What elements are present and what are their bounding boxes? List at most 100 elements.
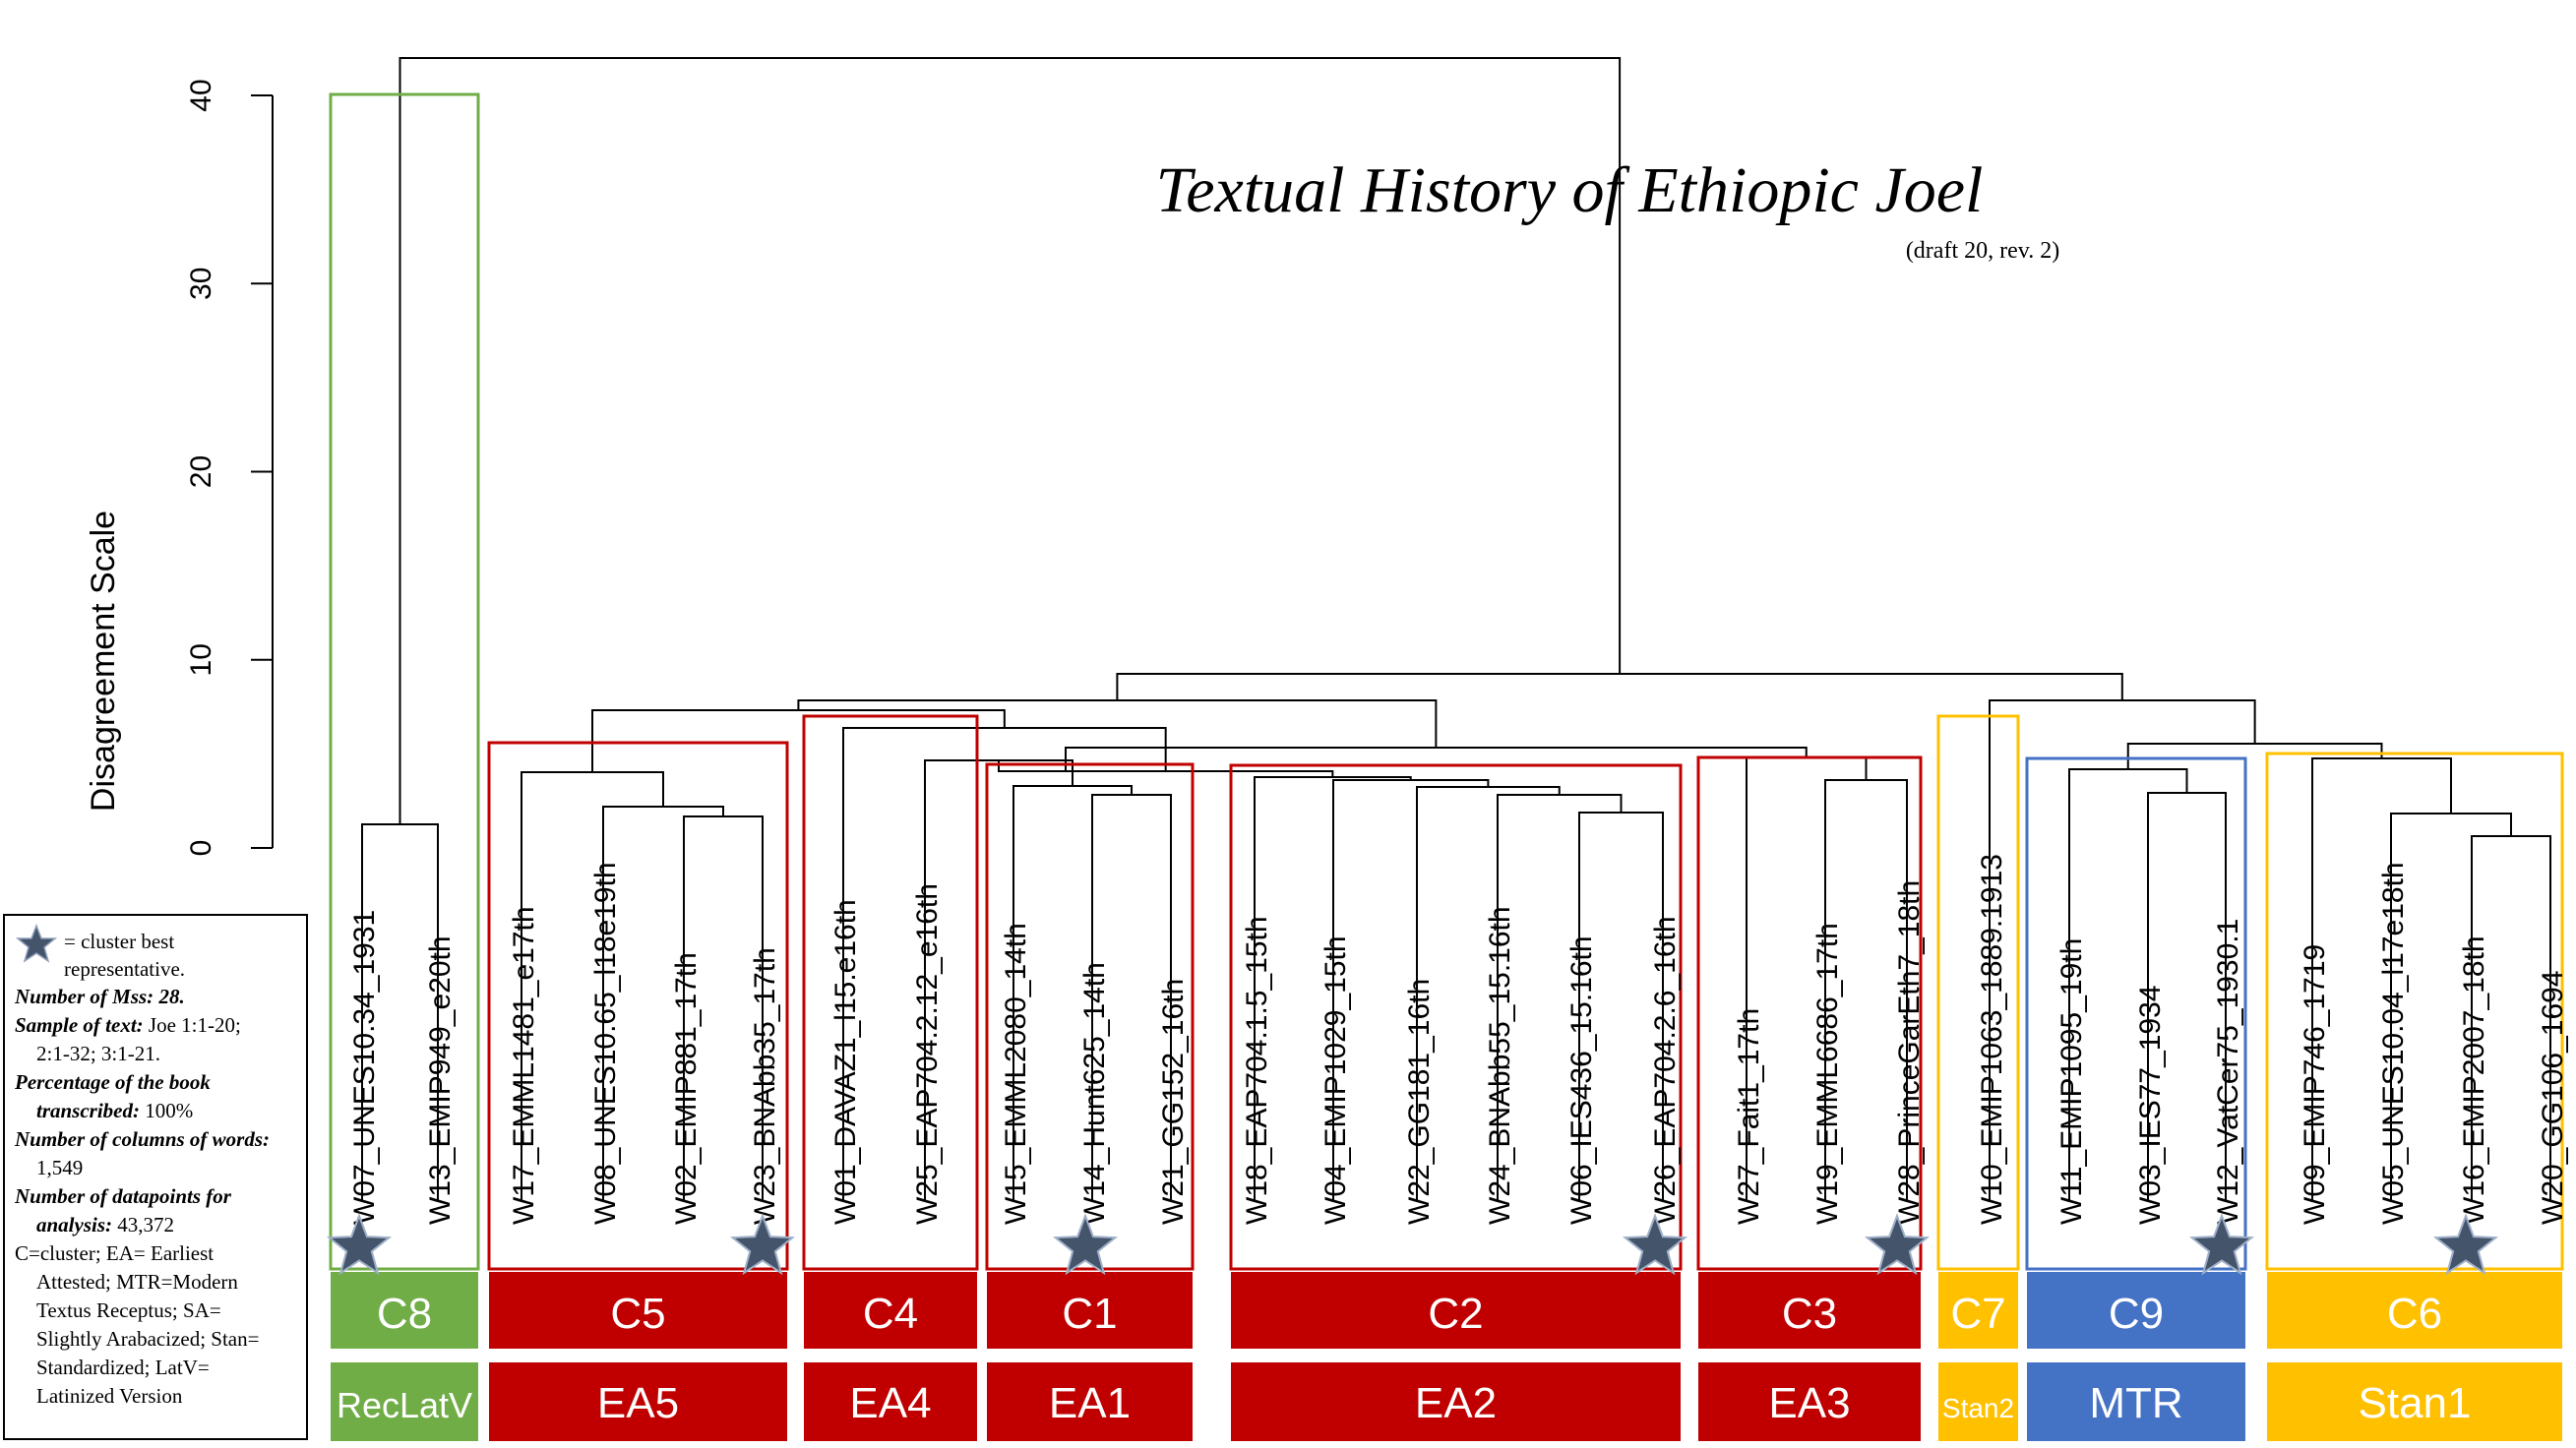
group-name: EA5 [597, 1379, 679, 1427]
cluster-name: C9 [2109, 1290, 2164, 1338]
dendrogram-link [1065, 747, 1808, 771]
leaf-label: W26_EAP704.2.6_16th [1649, 916, 1682, 1225]
group-name: Stan2 [1942, 1393, 2014, 1423]
legend-sample: Sample of text: Joe 1:1-20;2:1-32; 3:1-2… [15, 1013, 241, 1065]
cluster-outline-c9 [2025, 756, 2247, 1271]
dendrogram-link [797, 699, 1438, 748]
leaf-label: W08_UNES10.65_l18e19th [589, 862, 622, 1225]
group-bar [2027, 1362, 2245, 1441]
cluster-bar [987, 1272, 1193, 1349]
dendrogram-link [2126, 743, 2383, 769]
group-bar [987, 1362, 1193, 1441]
y-tick-label: 40 [185, 79, 217, 111]
y-tick-label: 10 [185, 643, 217, 676]
dendrogram-link [399, 57, 1622, 824]
cluster-outline-c2 [1229, 763, 1683, 1271]
dendrogram-link [924, 759, 1073, 1202]
leaf-label: W04_EMIP1029_15th [1319, 935, 1352, 1225]
cluster-bar [1231, 1272, 1681, 1349]
representative-stars [326, 1213, 2499, 1276]
legend-star-text: = cluster best representative. [64, 930, 186, 981]
leaf-label: W21_GG152_16th [1157, 979, 1190, 1225]
leaf-label: W27_Fait1_17th [1733, 1008, 1765, 1225]
cluster-bars: C8RecLatVC5EA5C4EA4C1EA1C2EA2C3EA3C7Stan… [331, 1272, 2562, 1441]
representative-star-icon [326, 1213, 393, 1276]
cluster-name: C4 [863, 1290, 918, 1338]
group-bar [804, 1362, 977, 1441]
cluster-outlines [329, 92, 2564, 1271]
leaf-label: W05_UNES10.04_l17e18th [2377, 862, 2410, 1225]
leaf-label: W15_EMML2080_14th [1000, 923, 1032, 1225]
leaf-label: W09_EMIP746_1719 [2299, 944, 2331, 1225]
group-name: Stan1 [2359, 1379, 2472, 1427]
leaf-label: W28_PrinceGarEth7_18th [1893, 880, 1926, 1225]
cluster-bar [2027, 1272, 2245, 1349]
group-name: EA2 [1415, 1379, 1497, 1427]
leaf-label: W22_GG181_16th [1403, 979, 1436, 1225]
leaf-label: W03_IES77_1934 [2134, 985, 2167, 1225]
group-bar [2267, 1362, 2562, 1441]
dendrogram-link [1116, 673, 2123, 700]
cluster-outline-c4 [802, 714, 979, 1271]
leaf-label: W10_EMIP1063_1889.1913 [1976, 854, 2008, 1225]
cluster-name: C6 [2387, 1290, 2442, 1338]
group-bar [1698, 1362, 1921, 1441]
representative-star-icon [1052, 1213, 1119, 1276]
representative-star-icon [2188, 1213, 2255, 1276]
leaf-label: W07_UNES10.34_1931 [348, 910, 381, 1225]
cluster-outline-c1 [985, 762, 1195, 1271]
leaf-label: W23_BNAbb35_17th [749, 947, 781, 1225]
cluster-bar [1938, 1272, 2018, 1349]
cluster-bar [1698, 1272, 1921, 1349]
cluster-name: C1 [1062, 1290, 1117, 1338]
leaf-label: W16_EMIP2007_18th [2458, 935, 2490, 1225]
cluster-outline-c8 [329, 92, 480, 1271]
leaf-label: W12_VatCer75_1930.1 [2212, 919, 2244, 1225]
y-tick-label: 0 [185, 840, 217, 857]
leaf-label: W25_EAP704.2.12_e16th [911, 883, 944, 1225]
legend-mss: Number of Mss: 28. [15, 985, 185, 1008]
leaf-label: W18_EAP704.1.5_15th [1241, 916, 1273, 1225]
group-name: EA4 [849, 1379, 931, 1427]
group-name: EA3 [1768, 1379, 1850, 1427]
cluster-bar [2267, 1272, 2562, 1349]
group-name: EA1 [1049, 1379, 1131, 1427]
cluster-name: C3 [1782, 1290, 1837, 1338]
leaf-label: W20_GG106_1694 [2537, 970, 2569, 1225]
group-name: MTR [2089, 1379, 2182, 1427]
figure-subtitle: (draft 20, rev. 2) [1906, 238, 2059, 264]
leaf-label: W14_Hunt625_14th [1078, 962, 1111, 1225]
leaf-label: W17_EMML1481_e17th [508, 906, 540, 1225]
group-bar [1938, 1362, 2018, 1441]
representative-star-icon [1622, 1213, 1688, 1276]
legend-abbreviations: C=cluster; EA= Earliest Attested; MTR=Mo… [15, 1241, 260, 1408]
y-tick-label: 30 [185, 268, 217, 300]
representative-star-icon [2432, 1213, 2499, 1276]
cluster-name: C5 [610, 1290, 665, 1338]
group-bar [1231, 1362, 1681, 1441]
representative-star-icon [1864, 1213, 1931, 1276]
star-icon [15, 924, 58, 963]
cluster-outline-c5 [487, 741, 789, 1271]
leaf-label: W11_EMIP1095_19th [2055, 938, 2088, 1225]
leaf-label: W02_EMIP881_17th [670, 952, 703, 1225]
cluster-outline-c6 [2265, 752, 2564, 1271]
y-tick-label: 20 [185, 455, 217, 488]
leaf-label: W01_DAVAZ1_l15.e16th [829, 899, 862, 1225]
group-bar [489, 1362, 787, 1441]
y-axis: 0 10 20 30 40 [185, 79, 274, 857]
legend-star-row: = cluster best representative. [15, 924, 296, 983]
cluster-name: C7 [1950, 1290, 2005, 1338]
y-axis-label: Disagreement Scale [85, 511, 122, 812]
dendrogram-branches [361, 57, 2551, 1202]
leaf-label: W06_IES436_15.16th [1565, 935, 1598, 1225]
figure-title: Textual History of Ethiopic Joel [1156, 154, 1984, 226]
leaf-label: W19_EMML6686_17th [1811, 923, 1844, 1225]
cluster-bar [489, 1272, 787, 1349]
cluster-outline-c7 [1936, 714, 2020, 1271]
group-bar [331, 1362, 478, 1441]
